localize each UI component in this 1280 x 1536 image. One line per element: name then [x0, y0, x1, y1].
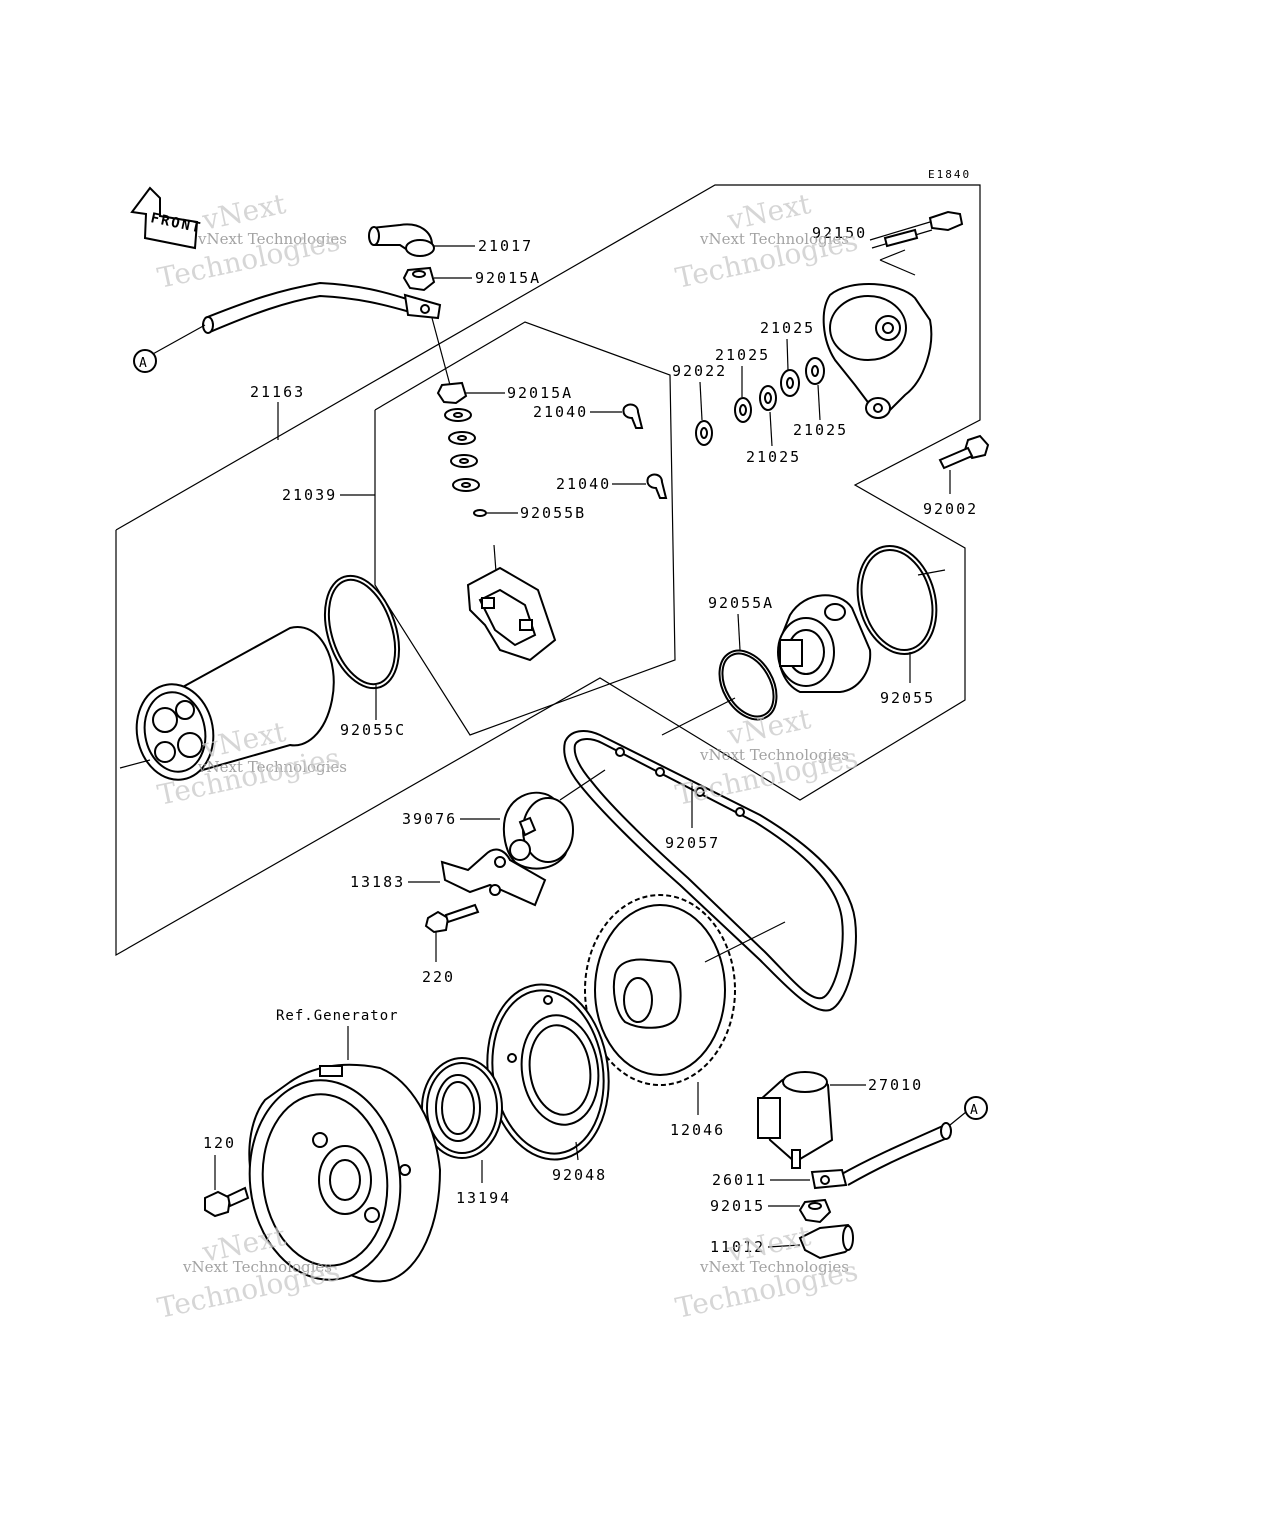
label-27010: 27010 [868, 1076, 923, 1094]
generator-rotor [248, 1063, 442, 1283]
label-92150: 92150 [812, 224, 867, 242]
svg-text:vNext Technologies: vNext Technologies [197, 230, 347, 248]
label-21017: 21017 [478, 237, 533, 255]
chain-part [563, 729, 857, 1012]
starter-clutch-part [502, 791, 574, 870]
washer-stack [436, 381, 487, 517]
svg-text:vNext Technologies: vNext Technologies [182, 1258, 332, 1276]
label-92015: 92015 [710, 1197, 765, 1215]
label-92055C: 92055C [340, 721, 406, 739]
starter-assembly-outline [115, 184, 981, 957]
front-housing-part [777, 594, 872, 693]
cable-ref-marker-bottom: A [964, 1096, 988, 1120]
svg-text:vNext Technologies: vNext Technologies [699, 1258, 849, 1276]
brush-plate-part [466, 544, 557, 662]
bolt-92002 [938, 434, 990, 470]
label-21025-c: 21025 [793, 421, 848, 439]
brush-part-a [622, 403, 644, 429]
svg-text:A: A [970, 1103, 978, 1118]
terminal-cap-part [368, 223, 435, 257]
label-21039: 21039 [282, 486, 337, 504]
watermark-2: vNext vNext Technologies Technologies [673, 187, 861, 295]
watermark-4: vNext vNext Technologies Technologies [673, 702, 861, 812]
starter-relay-27010 [757, 1071, 834, 1169]
label-21025-d: 21025 [746, 448, 801, 466]
gear-part-12046 [584, 894, 736, 1086]
label-21025-b: 21025 [760, 319, 815, 337]
o-ring-92055A [718, 649, 778, 721]
label-21163: 21163 [250, 383, 305, 401]
label-92048: 92048 [552, 1166, 607, 1184]
label-21040-a: 21040 [533, 403, 588, 421]
nut-part-top [402, 266, 436, 292]
label-120: 120 [203, 1134, 236, 1152]
svg-text:vNext Technologies: vNext Technologies [699, 230, 849, 248]
plate-part-13183 [440, 848, 547, 907]
label-92022: 92022 [672, 362, 727, 380]
washer-set-21025 [695, 357, 825, 446]
brush-assembly-outline [374, 321, 676, 736]
spacer-13194 [421, 1057, 503, 1159]
relay-cable [810, 1111, 967, 1190]
brush-part-b [646, 473, 668, 499]
bolt-92150 [869, 210, 964, 249]
front-arrow-icon: FRONT [130, 186, 204, 250]
label-21040-b: 21040 [556, 475, 611, 493]
yoke-part [135, 625, 335, 781]
label-92055A: 92055A [708, 594, 774, 612]
label-13183: 13183 [350, 873, 405, 891]
label-26011: 26011 [712, 1171, 767, 1189]
label-92055B: 92055B [520, 504, 586, 522]
o-ring-92055C [324, 574, 400, 690]
label-12046: 12046 [670, 1121, 725, 1139]
label-ref-generator: Ref.Generator [276, 1008, 399, 1024]
label-21025-a: 21025 [715, 346, 770, 364]
svg-text:vNext Technologies: vNext Technologies [699, 746, 849, 764]
terminal-cap-11012 [798, 1223, 854, 1260]
svg-text:vNext: vNext [724, 702, 815, 752]
svg-text:vNext Technologies: vNext Technologies [197, 758, 347, 776]
label-92057: 92057 [665, 834, 720, 852]
svg-text:A: A [139, 356, 147, 371]
label-11012: 11012 [710, 1238, 765, 1256]
watermark-5: vNext vNext Technologies Technologies [155, 1219, 343, 1325]
bolt-120 [204, 1186, 250, 1218]
screw-220 [424, 903, 480, 934]
diagram-code: E1840 [928, 168, 971, 181]
label-13194: 13194 [456, 1189, 511, 1207]
label-39076: 39076 [402, 810, 457, 828]
end-cover-part [822, 283, 933, 419]
label-92015A-lower: 92015A [507, 384, 573, 402]
cable-ref-marker-top: A [133, 349, 157, 373]
label-92055: 92055 [880, 689, 935, 707]
one-way-clutch-92048 [486, 983, 610, 1161]
nut-92015 [798, 1198, 832, 1224]
label-220: 220 [422, 968, 455, 986]
label-92002: 92002 [923, 500, 978, 518]
label-92015A-top: 92015A [475, 269, 541, 287]
starter-cable [141, 281, 442, 361]
o-ring-92055 [856, 544, 938, 656]
